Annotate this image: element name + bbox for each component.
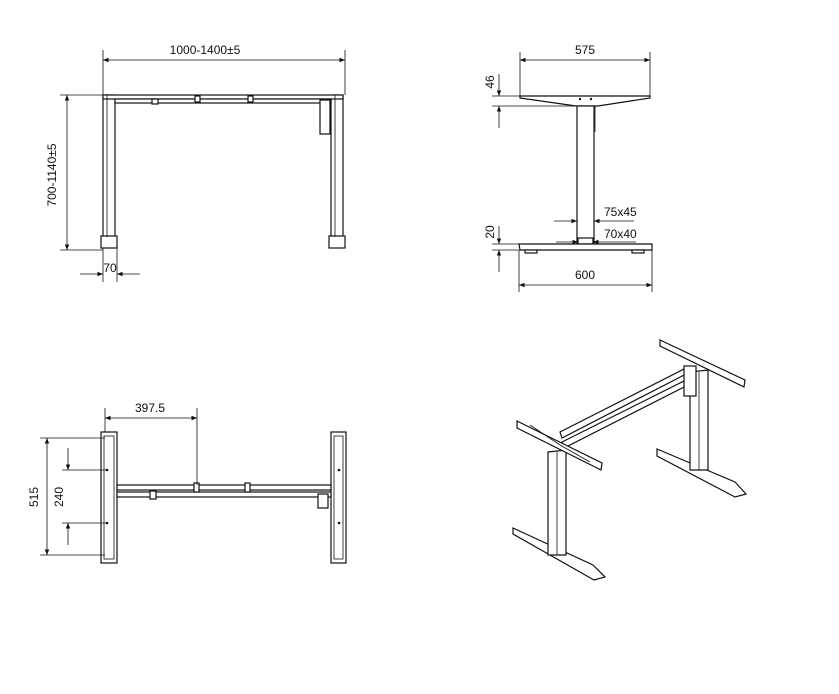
left-top-bracket-iso bbox=[516, 420, 603, 471]
top-bracket bbox=[519, 95, 651, 107]
hole-spacing-label: 240 bbox=[52, 487, 66, 507]
bracket-height-label: 46 bbox=[483, 75, 497, 89]
motor-housing bbox=[319, 99, 331, 135]
inner-tube-label: 70x40 bbox=[604, 227, 637, 241]
height-dimension-label: 700-1140±5 bbox=[45, 143, 59, 206]
top-crossbar bbox=[116, 484, 332, 491]
foot-height-label: 20 bbox=[483, 225, 497, 239]
motor-iso bbox=[683, 365, 697, 397]
depth-label: 515 bbox=[27, 487, 41, 507]
upper-crossbar-iso bbox=[559, 366, 691, 439]
top-view: 397.5 515 240 bbox=[27, 401, 347, 564]
right-top-bracket-iso bbox=[659, 339, 746, 388]
outer-tube-label: 75x45 bbox=[604, 205, 637, 219]
width-dimension-label: 1000-1400±5 bbox=[170, 43, 241, 57]
base-foot bbox=[518, 243, 653, 251]
left-bracket bbox=[100, 431, 118, 564]
column bbox=[576, 105, 595, 245]
crossbar bbox=[114, 98, 332, 104]
right-leg bbox=[330, 94, 344, 238]
side-view: 575 46 75x45 70x40 20 600 bbox=[483, 43, 653, 292]
lower-crossbar-iso bbox=[561, 377, 691, 449]
right-bracket bbox=[330, 431, 347, 564]
right-foot-iso bbox=[656, 448, 748, 498]
left-leg bbox=[102, 94, 116, 238]
offset-label: 397.5 bbox=[135, 401, 165, 415]
right-foot bbox=[328, 235, 346, 249]
top-width-label: 575 bbox=[575, 43, 595, 57]
front-view: 1000-1400±5 700-1140±5 70 bbox=[45, 43, 346, 282]
left-foot bbox=[100, 235, 118, 249]
base-width-label: 600 bbox=[575, 268, 595, 282]
leg-width-label: 70 bbox=[103, 261, 117, 275]
isometric-view bbox=[512, 339, 748, 581]
